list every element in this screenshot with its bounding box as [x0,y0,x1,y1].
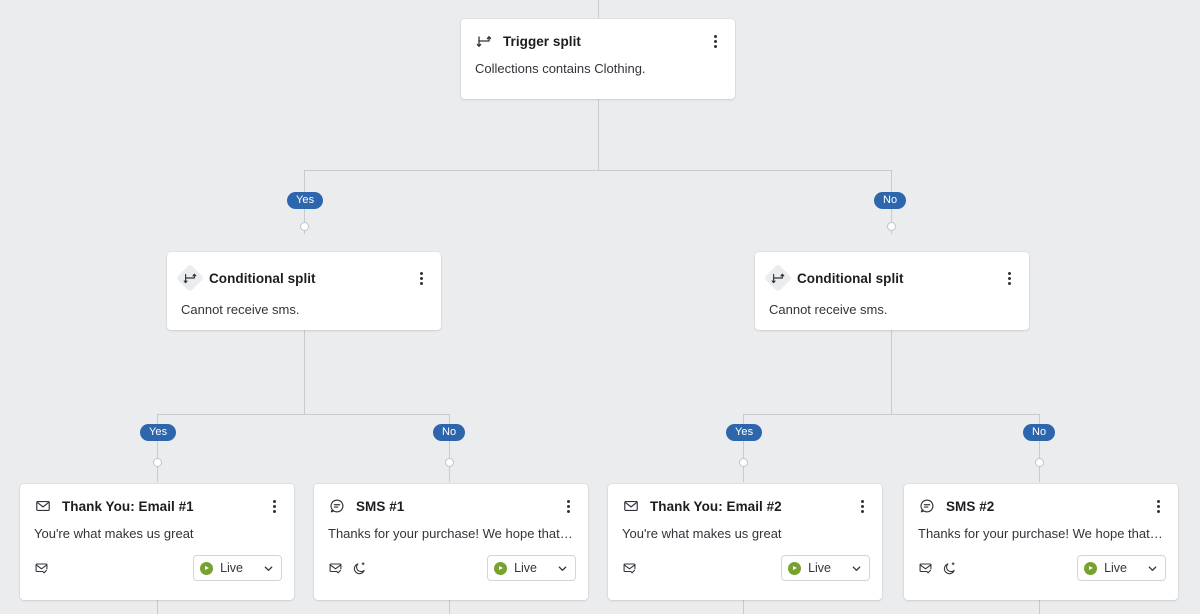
email-2-footer: Live [608,542,882,595]
play-circle-icon [1084,561,1098,575]
branch-label-trigger-no[interactable]: No [874,192,907,209]
status-dropdown-email-1[interactable]: Live [193,555,282,581]
node-card-sms-2[interactable]: SMS #2 Thanks for your purchase! We hope… [904,484,1178,600]
branch-label-left-yes[interactable]: Yes [140,424,177,441]
connector-into-trigger [598,0,599,18]
kebab-menu-icon[interactable] [1001,269,1017,287]
status-dropdown-email-2[interactable]: Live [781,555,870,581]
connector-right-yes-down [743,414,744,482]
envelope-icon [34,497,52,515]
branch-label-right-no[interactable]: No [1023,424,1056,441]
trigger-split-description: Collections contains Clothing. [475,61,646,76]
node-card-trigger-split[interactable]: Trigger split Collections contains Cloth… [461,19,735,99]
node-card-email-2[interactable]: Thank You: Email #2 You're what makes us… [608,484,882,600]
email-1-footer-icons [34,561,193,576]
conditional-split-left-description: Cannot receive sms. [181,302,300,317]
status-dropdown-sms-2[interactable]: Live [1077,555,1166,581]
branch-label-trigger-yes[interactable]: Yes [287,192,324,209]
connector-right-split-horizontal [743,414,1039,415]
kebab-menu-icon[interactable] [266,497,282,515]
connector-dot-trigger-no [887,222,896,231]
email-2-title: Thank You: Email #2 [650,498,782,514]
status-dropdown-sms-1[interactable]: Live [487,555,576,581]
chevron-down-icon[interactable] [263,563,274,574]
sms-2-footer: Live [904,542,1178,595]
sms-2-footer-icons [918,561,1077,576]
sms-2-title: SMS #2 [946,498,995,514]
conditional-split-icon [177,265,203,291]
connector-right-split-down [891,328,892,414]
connector-trigger-down [598,98,599,170]
envelope-icon [622,497,640,515]
email-1-description: You're what makes us great [34,526,194,541]
kebab-menu-icon[interactable] [707,32,723,50]
connector-below-email-1 [157,600,158,614]
chevron-down-icon[interactable] [851,563,862,574]
split-icon [475,32,493,50]
connector-dot-trigger-yes [300,222,309,231]
status-label: Live [808,561,831,575]
sms-bubble-icon [328,497,346,515]
connector-dot-left-yes [153,458,162,467]
node-card-conditional-split-left[interactable]: Conditional split Cannot receive sms. [167,252,441,330]
connector-left-split-horizontal [157,414,450,415]
moon-quiet-hours-icon [353,561,365,574]
sms-1-footer-icons [328,561,487,576]
branch-label-left-no[interactable]: No [433,424,466,441]
conditional-split-left-title: Conditional split [209,270,316,286]
email-1-header: Thank You: Email #1 [20,484,294,515]
sms-1-footer: Live [314,542,588,595]
kebab-menu-icon[interactable] [560,497,576,515]
conditional-split-icon [765,265,791,291]
connector-right-no-down [1039,414,1040,482]
email-1-footer: Live [20,542,294,595]
connector-below-email-2 [743,600,744,614]
chevron-down-icon[interactable] [1147,563,1158,574]
envelope-check-icon [329,562,342,573]
node-card-conditional-split-right[interactable]: Conditional split Cannot receive sms. [755,252,1029,330]
sms-1-description: Thanks for your purchase! We hope that .… [328,526,575,541]
conditional-split-right-header: Conditional split [755,252,1029,291]
email-2-footer-icons [622,561,781,576]
connector-left-split-down [304,328,305,414]
kebab-menu-icon[interactable] [854,497,870,515]
conditional-split-right-description: Cannot receive sms. [769,302,888,317]
envelope-check-icon [919,562,932,573]
chevron-down-icon[interactable] [557,563,568,574]
sms-1-header: SMS #1 [314,484,588,515]
status-label: Live [514,561,537,575]
sms-bubble-icon [918,497,936,515]
moon-quiet-hours-icon [943,561,955,574]
connector-left-yes-down [157,414,158,482]
connector-left-no-down [449,414,450,482]
trigger-split-title: Trigger split [503,33,581,49]
play-circle-icon [494,561,508,575]
kebab-menu-icon[interactable] [1150,497,1166,515]
email-2-header: Thank You: Email #2 [608,484,882,515]
play-circle-icon [788,561,802,575]
play-circle-icon [200,561,214,575]
envelope-check-icon [623,562,636,573]
conditional-split-left-header: Conditional split [167,252,441,291]
connector-dot-left-no [445,458,454,467]
node-card-sms-1[interactable]: SMS #1 Thanks for your purchase! We hope… [314,484,588,600]
email-2-description: You're what makes us great [622,526,782,541]
status-label: Live [220,561,243,575]
connector-dot-right-yes [739,458,748,467]
email-1-title: Thank You: Email #1 [62,498,194,514]
connector-trigger-horizontal [304,170,892,171]
trigger-split-header: Trigger split [461,19,735,50]
status-label: Live [1104,561,1127,575]
node-card-email-1[interactable]: Thank You: Email #1 You're what makes us… [20,484,294,600]
sms-2-description: Thanks for your purchase! We hope that .… [918,526,1165,541]
kebab-menu-icon[interactable] [413,269,429,287]
connector-dot-right-no [1035,458,1044,467]
connector-below-sms-1 [449,600,450,614]
connector-below-sms-2 [1039,600,1040,614]
envelope-check-icon [35,562,48,573]
conditional-split-right-title: Conditional split [797,270,904,286]
branch-label-right-yes[interactable]: Yes [726,424,763,441]
sms-2-header: SMS #2 [904,484,1178,515]
sms-1-title: SMS #1 [356,498,405,514]
